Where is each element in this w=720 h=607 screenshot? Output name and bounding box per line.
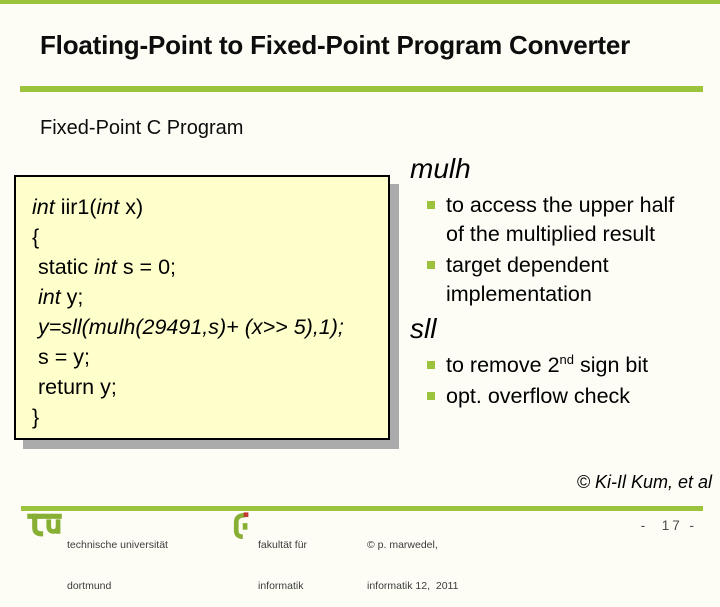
code-line: y=sll(mulh(29491,s)+ (x>> 5),1); — [32, 312, 376, 342]
square-bullet-icon — [427, 261, 435, 269]
text-segment: y=sll(mulh(29491,s)+ (x>> 5),1); — [37, 315, 344, 339]
text-segment: return y; — [32, 375, 117, 399]
text-segment: { — [32, 225, 40, 249]
text-segment: s = y; — [32, 345, 90, 369]
code-line: return y; — [32, 372, 376, 402]
bullet-list: to access the upper half of the multipli… — [410, 191, 696, 309]
code-line: s = y; — [32, 342, 376, 372]
bullet-item: opt. overflow check — [410, 382, 696, 411]
section-heading: sll — [410, 313, 437, 344]
page-number: - 17 - — [640, 518, 697, 533]
text-segment: } — [32, 405, 40, 429]
text-segment: int — [37, 285, 61, 309]
faculty-name-line2: informatik — [258, 579, 304, 592]
square-bullet-icon — [427, 201, 435, 209]
text-segment: y; — [60, 285, 84, 309]
text-segment: to access the upper half of the multipli… — [446, 193, 675, 246]
text-segment: iir1( — [54, 195, 97, 219]
bullet-item: target dependent implementation — [410, 251, 696, 309]
text-segment: int — [96, 195, 120, 219]
university-name-line2: dortmund — [67, 579, 112, 592]
title-underline — [20, 86, 703, 92]
text-segment: sign bit — [574, 353, 649, 377]
text-segment: int — [32, 195, 55, 219]
bullet-item: to access the upper half of the multipli… — [410, 191, 696, 249]
code-line: { — [32, 222, 376, 252]
slide-title: Floating-Point to Fixed-Point Program Co… — [40, 30, 631, 60]
tu-dortmund-logo-icon — [27, 513, 62, 537]
university-name-line1: technische universität — [67, 539, 168, 551]
faculty-name: fakultät für informatik — [258, 512, 307, 607]
code-line: int iir1(int x) — [32, 192, 376, 222]
source-credit: © Ki-Il Kum, et al — [576, 472, 712, 492]
text-segment: x) — [119, 195, 144, 219]
code-line: static int s = 0; — [32, 252, 376, 282]
top-accent-bar — [0, 0, 720, 4]
text-segment: static — [32, 255, 95, 279]
footer-copyright-line2: informatik 12, 2011 — [367, 579, 459, 592]
text-segment: opt. overflow check — [446, 384, 631, 408]
text-segment: nd — [559, 351, 574, 367]
university-name: technische universität dortmund — [67, 512, 168, 607]
code-line: } — [32, 402, 376, 432]
text-segment: to remove 2 — [446, 353, 560, 377]
faculty-name-line1: fakultät für — [258, 539, 308, 551]
text-segment: int — [94, 255, 117, 279]
bullet-item: to remove 2nd sign bit — [410, 351, 696, 380]
square-bullet-icon — [427, 361, 435, 369]
square-bullet-icon — [427, 392, 435, 400]
slide-subtitle: Fixed-Point C Program — [40, 117, 244, 139]
annotation-column: mulh to access the upper half of the mult… — [410, 152, 696, 414]
code-line: int y; — [32, 282, 376, 312]
text-segment: target dependent implementation — [446, 253, 609, 306]
section-heading: mulh — [410, 153, 471, 184]
faculty-informatik-logo-icon — [233, 512, 249, 539]
code-box: int iir1(int x){ static int s = 0; int y… — [14, 175, 390, 440]
text-segment: s = 0; — [116, 255, 177, 279]
footer-copyright: © p. marwedel, informatik 12, 2011 — [367, 512, 458, 607]
footer-copyright-line1: © p. marwedel, — [367, 539, 438, 551]
bullet-list: to remove 2nd sign bit opt. overflow chec… — [410, 351, 696, 411]
footer-rule — [21, 506, 703, 511]
